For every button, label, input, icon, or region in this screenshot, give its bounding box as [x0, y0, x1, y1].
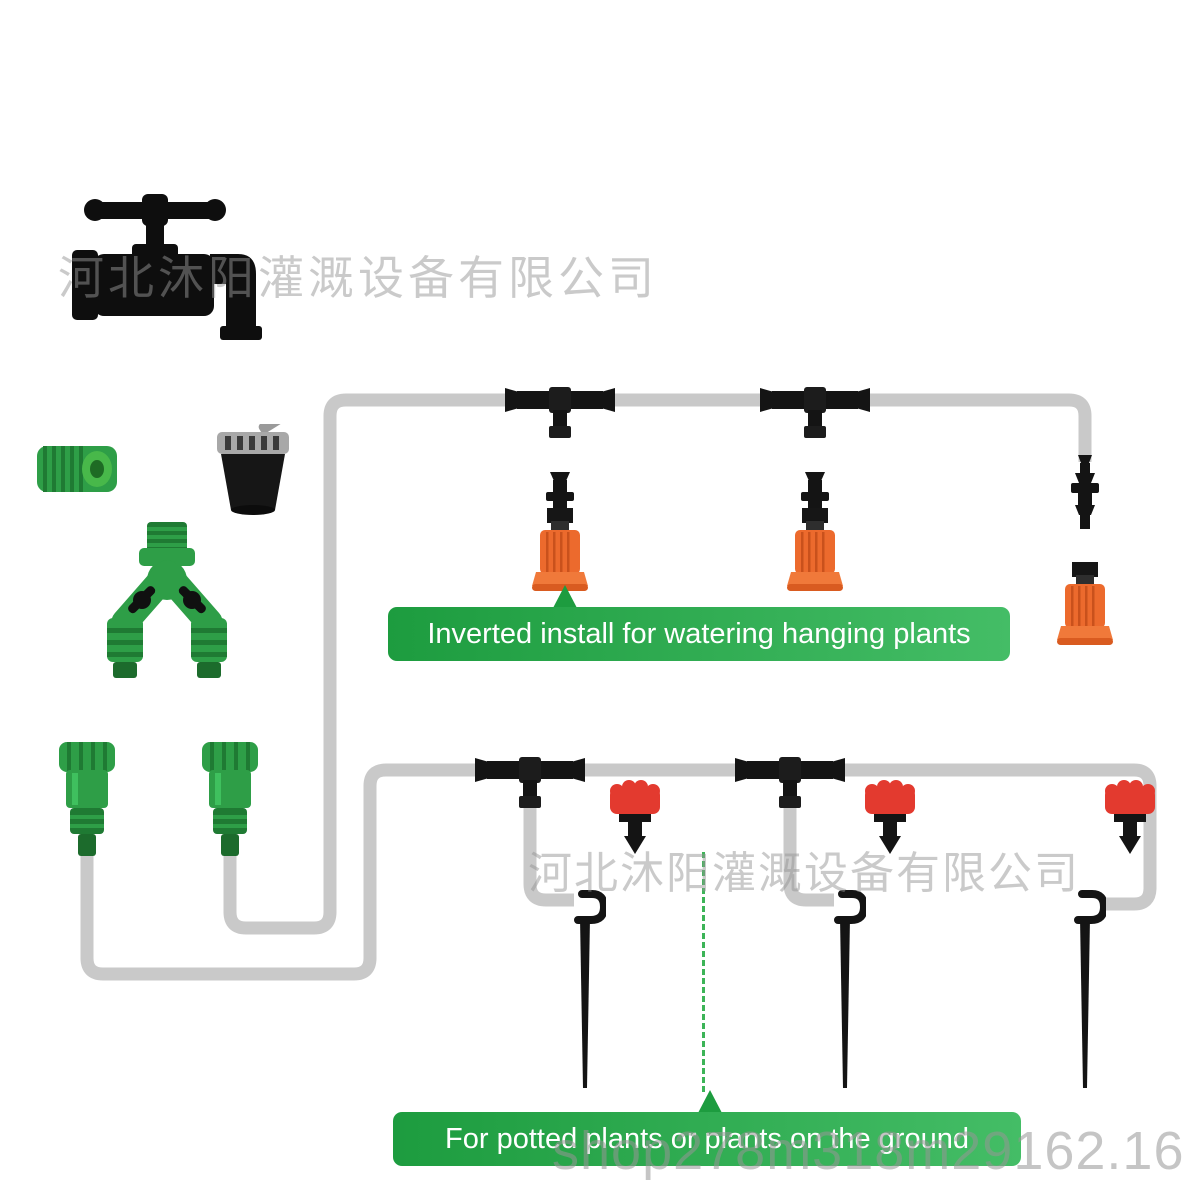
mist-nozzle-icon: [787, 508, 843, 591]
dripper-icon: [610, 780, 660, 854]
ground-install-label: For potted plants or plants on the groun…: [445, 1122, 969, 1155]
barb-adapter-icon: [801, 472, 829, 514]
hanging-banner-pointer: [553, 585, 577, 608]
tee-connector-icon: [505, 387, 615, 438]
quick-connector-icon: [59, 742, 115, 856]
tee-connector-icon: [735, 757, 845, 808]
quick-connector-icon: [202, 742, 258, 856]
mist-nozzle-icon: [532, 508, 588, 591]
tee-connector-icon: [475, 757, 585, 808]
hanging-install-label: Inverted install for watering hanging pl…: [427, 617, 971, 650]
mist-nozzle-icon: [1057, 562, 1113, 645]
dashed-leader-line: [702, 852, 705, 1092]
drip-stake-icon: [574, 890, 606, 1088]
drip-stake-icon: [1074, 890, 1106, 1088]
drip-stake-icon: [834, 890, 866, 1088]
tee-connector-icon: [760, 387, 870, 438]
thread-adapter-icon: [37, 446, 117, 492]
ground-install-banner: For potted plants or plants on the groun…: [393, 1112, 1021, 1166]
dripper-icon: [865, 780, 915, 854]
dripper-icon: [1105, 780, 1155, 854]
tap-connector-icon: [217, 424, 293, 515]
barb-connector-icon: [1071, 455, 1099, 529]
ground-banner-pointer: [698, 1090, 722, 1113]
y-splitter-icon: [107, 522, 227, 678]
hanging-install-banner: Inverted install for watering hanging pl…: [388, 607, 1010, 661]
faucet-icon: [72, 194, 262, 340]
